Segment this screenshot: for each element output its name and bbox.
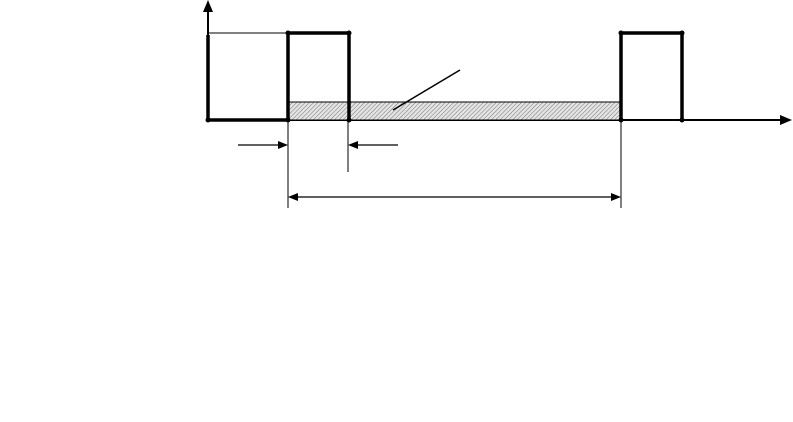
pulse-width-dimension-arrows <box>238 141 398 149</box>
period-dimension-arrow <box>288 193 621 201</box>
hatched-bar <box>287 101 622 121</box>
extension-lines <box>287 120 622 208</box>
leader-line <box>392 69 461 111</box>
pulse-waveform <box>206 31 684 122</box>
